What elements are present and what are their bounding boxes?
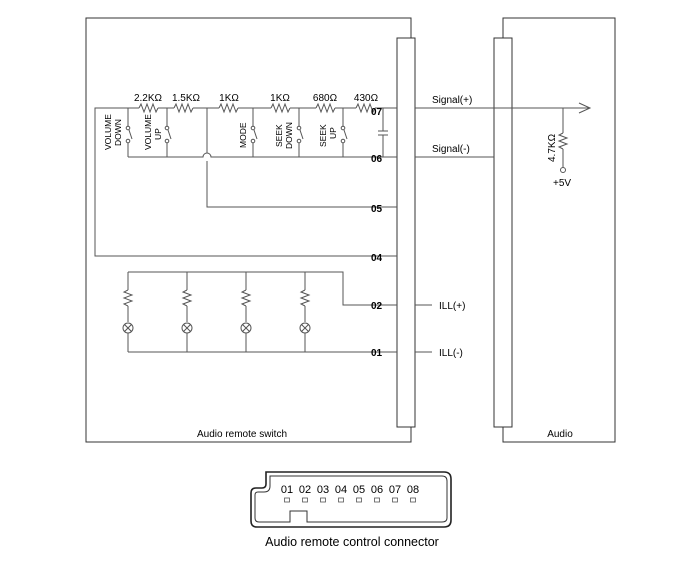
pin-06-label: 06 (371, 154, 383, 165)
resistor-680 (315, 102, 336, 114)
pin-04-label: 04 (371, 253, 383, 264)
resistor-label-1k-b: 1KΩ (270, 93, 290, 104)
connector-pin-02: 02 (299, 484, 311, 496)
illumination-circuit (122, 271, 397, 353)
pin-02-label: 02 (371, 301, 383, 312)
switch-label-seek-up-2: UP (328, 127, 338, 139)
connector-pin-05: 05 (353, 484, 365, 496)
connector-terminal-06 (374, 497, 380, 503)
pin-05-label: 05 (371, 204, 383, 215)
switch-seek-up (340, 108, 348, 157)
bulb-4 (299, 272, 311, 352)
pin-07-label: 07 (371, 107, 383, 118)
connector-terminal-02 (302, 497, 308, 503)
ill-plus-label: ILL(+) (439, 301, 465, 312)
wire-pin-04 (94, 107, 397, 257)
bulb-2 (181, 272, 193, 352)
wire-pin-05 (206, 108, 397, 208)
audio-remote-switch-label: Audio remote switch (197, 429, 287, 440)
connector-terminal-01 (284, 497, 290, 503)
switch-label-seek-up-1: SEEK (318, 124, 328, 147)
switch-label-volume-down-1: VOLUME (103, 114, 113, 150)
resistor-label-2-2k: 2.2KΩ (134, 93, 163, 104)
connector-terminal-08 (410, 497, 416, 503)
switch-label-volume-up-2: UP (153, 128, 163, 140)
connector-pin-01: 01 (281, 484, 293, 496)
signal-plus-arrow-icon (578, 102, 592, 114)
switch-label-volume-up-1: VOLUME (143, 114, 153, 150)
pullup-resistor-label: 4.7KΩ (547, 133, 558, 162)
connector-pin-03: 03 (317, 484, 329, 496)
audio-unit-box (502, 17, 616, 443)
resistor-label-1-5k: 1.5KΩ (172, 93, 201, 104)
resistor-label-430: 430Ω (354, 93, 379, 104)
vcc-label: +5V (553, 178, 571, 189)
audio-connector-strip (493, 37, 513, 428)
switch-label-seek-down-2: DOWN (284, 122, 294, 149)
connector-pin-08: 08 (407, 484, 419, 496)
connector-terminal-07 (392, 497, 398, 503)
wire-pin-06 (128, 152, 397, 158)
connector-outline (250, 471, 452, 528)
resistor-430 (355, 102, 376, 114)
switch-seek-down (296, 108, 304, 157)
resistor-1k-a (218, 102, 239, 114)
connector-pin-04: 04 (335, 484, 347, 496)
switch-label-mode: MODE (238, 122, 248, 148)
connector-terminal-04 (338, 497, 344, 503)
resistor-2-2k (138, 102, 159, 114)
resistor-label-680: 680Ω (313, 93, 338, 104)
bulb-1 (122, 272, 134, 352)
capacitor (378, 108, 388, 157)
connector-pins: 01 02 03 04 05 06 07 08 (281, 484, 419, 503)
resistor-1-5k (173, 102, 194, 114)
ill-minus-label: ILL(-) (439, 348, 463, 359)
connector-title: Audio remote control connector (265, 535, 439, 549)
pin-01-label: 01 (371, 348, 383, 359)
connector-pin-06: 06 (371, 484, 383, 496)
signal-plus-label: Signal(+) (432, 95, 472, 106)
switch-mode (250, 108, 258, 157)
connector-terminal-05 (356, 497, 362, 503)
resistor-label-1k-a: 1KΩ (219, 93, 239, 104)
pullup-resistor (557, 108, 569, 173)
switch-volume-up (164, 108, 172, 157)
connector-pin-07: 07 (389, 484, 401, 496)
switch-label-volume-down-2: DOWN (113, 119, 123, 146)
connector-terminal-03 (320, 497, 326, 503)
resistor-1k-b (270, 102, 291, 114)
switch-connector-strip (396, 37, 416, 428)
signal-minus-label: Signal(-) (432, 144, 470, 155)
resistor-ladder (128, 102, 397, 114)
switch-volume-down (125, 108, 133, 157)
switch-label-seek-down-1: SEEK (274, 124, 284, 147)
audio-label: Audio (547, 429, 573, 440)
bulb-3 (240, 272, 252, 352)
audio-remote-switch-box (85, 17, 412, 443)
